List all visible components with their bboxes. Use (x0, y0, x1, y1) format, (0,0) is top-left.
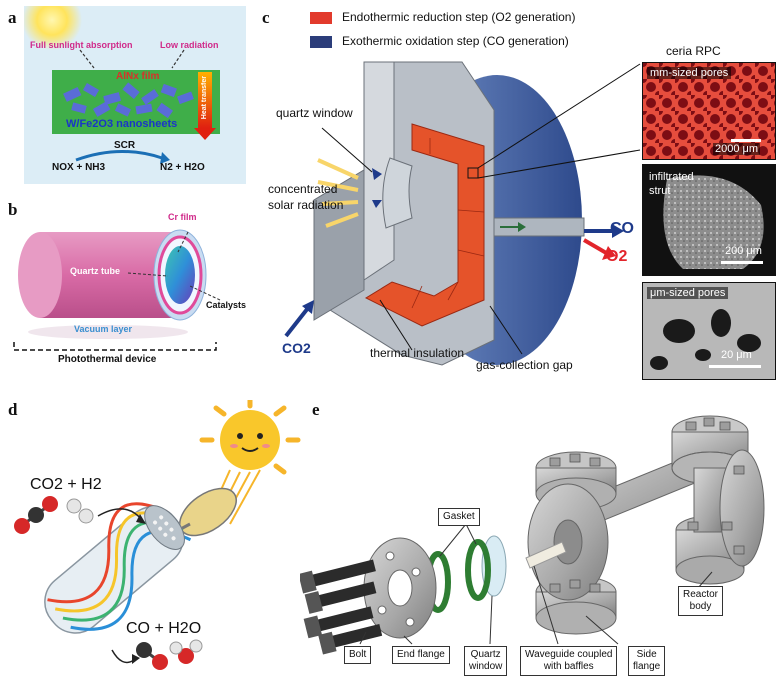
reaction-left: NOX + NH3 (52, 162, 106, 173)
device-bracket (13, 342, 217, 351)
inset-3-label: μm-sized pores (647, 287, 729, 299)
co-molecule-icon (136, 642, 168, 670)
panel-b-letter: b (8, 200, 18, 219)
gasket-right (465, 539, 491, 601)
nanosheet-label: W/Fe2O3 nanosheets (66, 118, 178, 130)
inset-2-label-2: strut (649, 185, 671, 197)
film-block (52, 70, 220, 134)
inset-1-label: mm-sized pores (647, 67, 732, 79)
co-label: CO (610, 220, 634, 237)
vacuum-layer-label: Vacuum layer (74, 324, 133, 334)
reaction-catalyst: SCR (114, 140, 136, 151)
panel-b-graphic (13, 229, 221, 351)
quartz-window-label: quartz window (276, 106, 353, 120)
legend-label-reduction: Endothermic reduction step (O2 generatio… (342, 10, 576, 24)
side-label-2: flange (633, 661, 661, 672)
inset-2-label-1: infiltrated (649, 171, 694, 183)
reactants-label: CO2 + H2 (30, 476, 102, 493)
bolt-label: Bolt (344, 646, 372, 664)
film-label: AlNx film (116, 71, 160, 82)
panel-a-graphic (22, 0, 220, 164)
co-arrow-icon (612, 224, 624, 238)
legend-label-oxidation: Exothermic oxidation step (CO generation… (342, 34, 569, 48)
inset-mm-pores: mm-sized pores 2000 μm (642, 62, 776, 160)
inset-3-scale: 20 μm (721, 349, 752, 361)
co2-label: CO2 (282, 340, 311, 356)
end-flange-label: End flange (392, 646, 450, 664)
waveguide-box: Waveguide coupled with baffles (520, 646, 618, 676)
panel-c-letter: c (262, 8, 270, 27)
panel-b: Cr film Quartz tube Catalysts Vacuum lay… (10, 196, 260, 372)
zoom-square (467, 167, 479, 179)
heat-arrow-icon (194, 128, 216, 140)
device-label: Photothermal device (58, 354, 157, 365)
co2-molecule-icon (14, 496, 58, 534)
microreactor (44, 502, 192, 634)
waveguide-label-1: Waveguide coupled (525, 649, 613, 660)
panel-d-graphic (14, 395, 301, 670)
panel-d: CO2 + H2 CO + H2O (4, 395, 304, 676)
waveguide (525, 541, 567, 569)
quartz-tube-label: Quartz tube (70, 266, 121, 276)
reactor-label-2: body (689, 601, 712, 612)
reactor-label-1: Reactor (683, 589, 719, 600)
o2-label: O2 (606, 248, 628, 265)
h2-molecule-icon (66, 498, 94, 524)
inset-infiltrated-strut: infiltrated strut 200 μm (642, 164, 776, 276)
co2-arrow-icon (302, 300, 314, 314)
quartz-window-box: Quartz window (464, 646, 508, 676)
panel-e: Gasket Bolt End flange Quartz window Wav… (298, 396, 778, 678)
catalysts-label: Catalysts (206, 300, 247, 310)
h2o-molecule-icon (169, 639, 203, 664)
cr-film-label: Cr film (168, 212, 197, 222)
nuts (549, 417, 745, 593)
outlet-pipe (493, 217, 585, 237)
catalyst-core (165, 246, 195, 304)
side-flange-box: Side flange (628, 646, 666, 676)
inset-1-scale: 2000 μm (713, 143, 761, 155)
solar-rays (317, 158, 359, 228)
o2-arrow-icon (602, 246, 616, 260)
thermal-insulation-label: thermal insulation (370, 346, 465, 360)
side-label-1: Side (636, 649, 657, 660)
products-label: CO + H2O (126, 620, 202, 637)
reactor-body-box: Reactor body (678, 586, 724, 616)
scr-arrow (75, 150, 163, 162)
gasket-label: Gasket (438, 508, 480, 526)
inset-um-pores: μm-sized pores 20 μm (642, 282, 776, 380)
smiling-sun-icon (199, 395, 301, 475)
panel-c: quartz window concentrated solar radiati… (262, 50, 642, 380)
sunlight-label: Full sunlight absorption (30, 40, 133, 50)
sun-icon (22, 0, 82, 50)
panel-e-letter: e (312, 400, 320, 419)
reactor-exploded-view (298, 415, 765, 655)
rpc-title: ceria RPC (666, 44, 721, 58)
legend-swatch-blue (310, 36, 332, 48)
solar-label-1: concentrated (268, 182, 338, 196)
legend-swatch-red (310, 12, 332, 24)
ceria-rpc (364, 123, 485, 327)
nanosheets (63, 82, 194, 119)
radiation-label: Low radiation (160, 40, 219, 50)
quartz-label-2: window (469, 661, 503, 672)
reactor-cutaway (284, 61, 641, 366)
inset-2-scale: 200 μm (725, 245, 762, 257)
heat-bar (198, 72, 212, 128)
panel-a: Full sunlight absorption Low radiation A… (22, 0, 246, 184)
cavity (382, 157, 413, 229)
panel-a-letter: a (8, 8, 17, 27)
panel-d-letter: d (8, 400, 18, 419)
gas-gap-label: gas-collection gap (476, 358, 573, 372)
heat-label: Heat transfer (201, 76, 208, 120)
solar-label-2: solar radiation (268, 198, 344, 212)
quartz-label-1: Quartz (470, 649, 501, 660)
bolts (298, 559, 383, 655)
waveguide-label-2: with baffles (543, 661, 594, 672)
reaction-right: N2 + H2O (160, 162, 205, 173)
